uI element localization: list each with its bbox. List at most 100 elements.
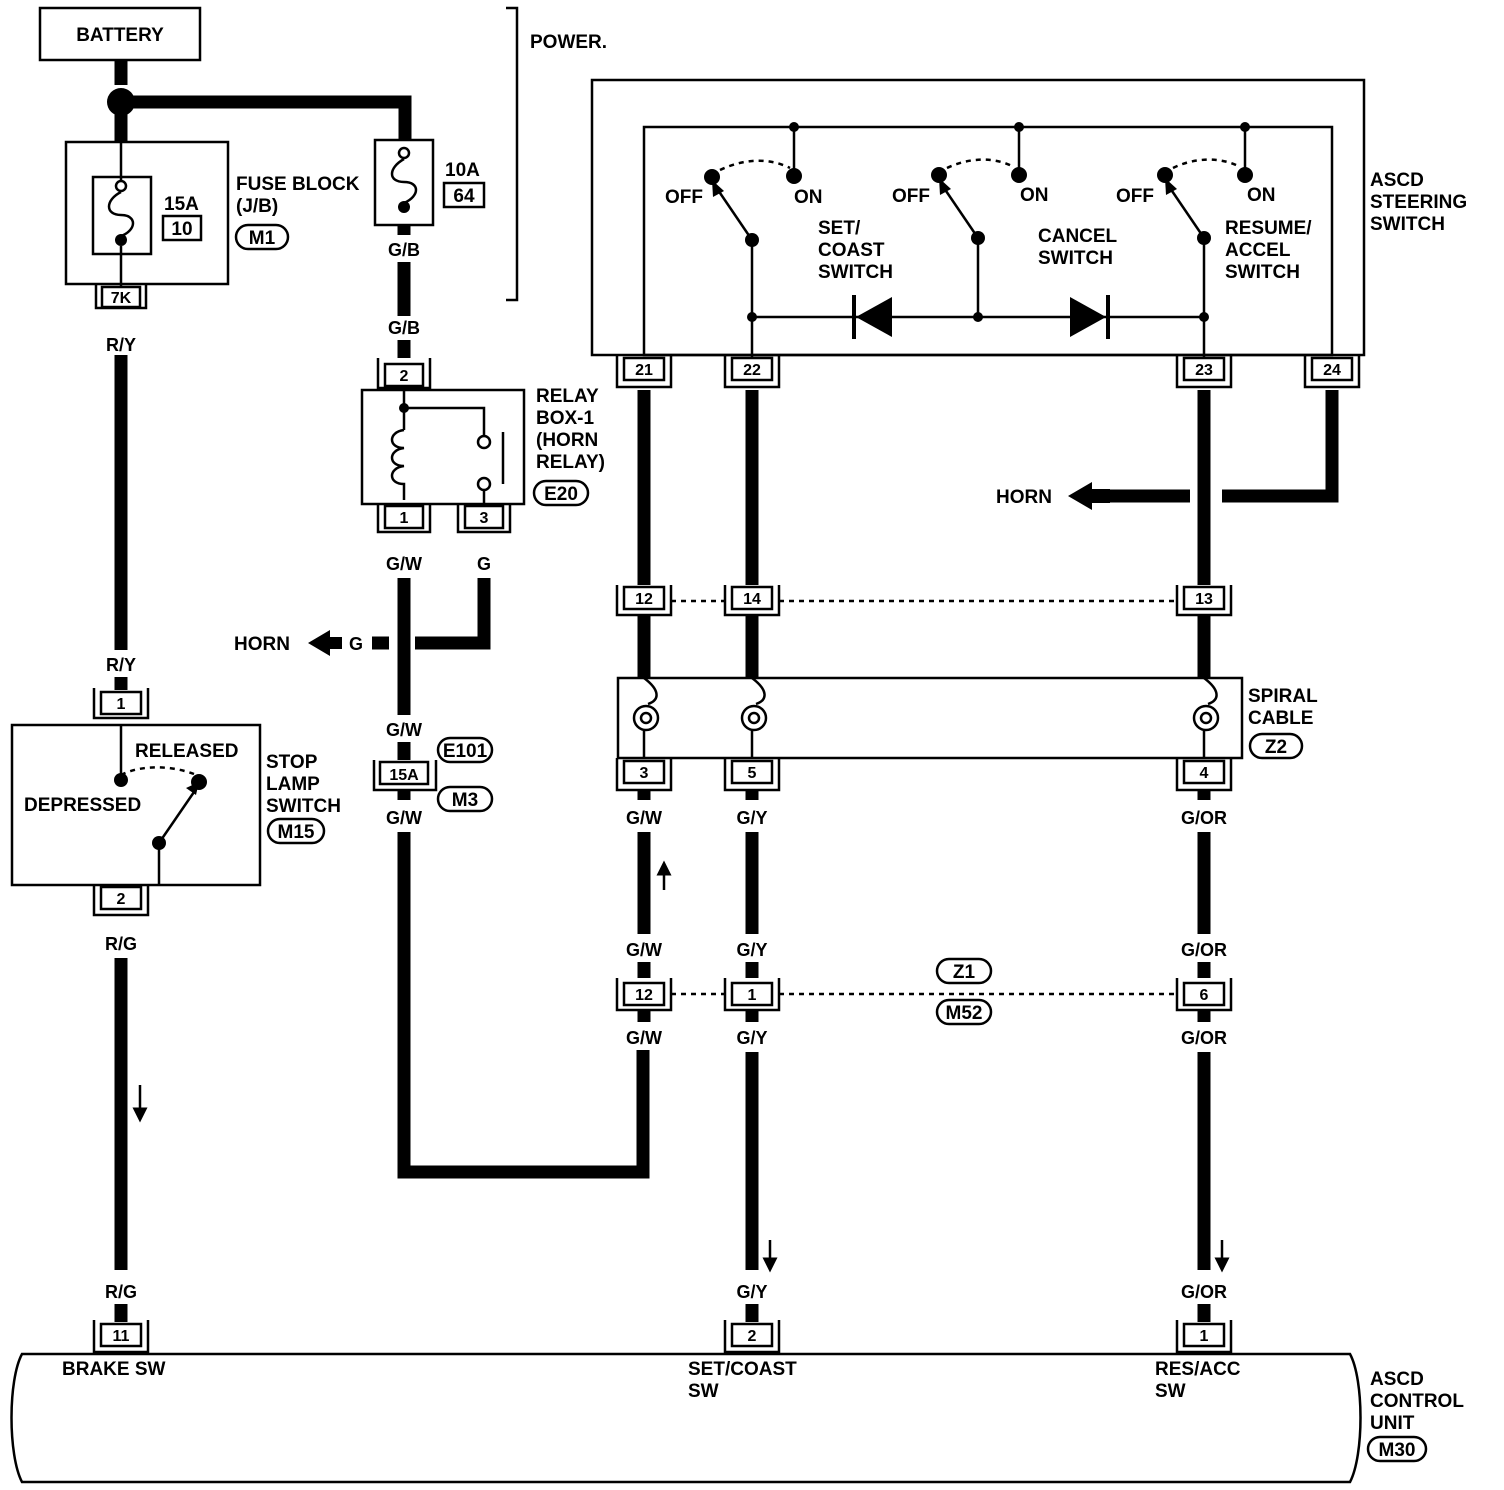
spiral-coil-2 (740, 704, 768, 732)
spiral-coil-1 (632, 704, 660, 732)
resume-label-3: SWITCH (1225, 262, 1300, 283)
diode-1 (856, 297, 892, 337)
set-coast-label-3: SWITCH (818, 262, 893, 283)
connector-e101: E101 (443, 741, 488, 762)
relay-label-4: RELAY) (536, 452, 605, 473)
stop-lamp-switch-box (10, 723, 262, 887)
relay-label-1: RELAY (536, 386, 599, 407)
wire-label-gor-joint: G/OR (1181, 1028, 1227, 1048)
wire-label-gw-relay: G/W (386, 554, 422, 574)
horn-right-arrow (1068, 482, 1110, 510)
control-resacc-label-1: RES/ACC (1155, 1359, 1241, 1380)
steering-switch-inner (642, 125, 1334, 357)
wire-label-rg-stop: R/G (105, 934, 137, 954)
relay-pin-2: 2 (400, 368, 409, 385)
stop-released-label: RELEASED (135, 741, 238, 762)
wire-label-g-relay: G (477, 554, 491, 574)
wire-label-gor-spiral-2: G/OR (1181, 940, 1227, 960)
wire-label-gw-spiral-2: G/W (626, 940, 662, 960)
relay-label-3: (HORN (536, 430, 598, 451)
connector-m15: M15 (278, 822, 315, 843)
wire-label-gw-e101-bottom: G/W (386, 808, 422, 828)
power-bracket (506, 6, 519, 302)
relay-label-2: BOX-1 (536, 408, 595, 429)
control-pin-11: 11 (113, 1328, 130, 1345)
spiral-cable-box (616, 676, 1244, 760)
wire-label-ry-stop: R/Y (106, 655, 136, 675)
wire-label-gw-joint: G/W (626, 1028, 662, 1048)
connector-m52: M52 (946, 1003, 983, 1024)
spiral-coil-3 (1192, 704, 1220, 732)
wire-label-gw-spiral-1: G/W (626, 808, 662, 828)
steering-switch-label-2: STEERING (1370, 192, 1467, 213)
resume-off-label: OFF (1116, 186, 1154, 207)
control-pin-2: 2 (748, 1328, 757, 1345)
joint-pin-12-bottom: 12 (635, 987, 653, 1004)
control-pin-1: 1 (1200, 1328, 1209, 1345)
set-on-label: ON (794, 187, 823, 208)
control-setcoast-label-2: SW (688, 1381, 719, 1402)
resume-label-2: ACCEL (1225, 240, 1291, 261)
control-unit-label-1: ASCD (1370, 1369, 1424, 1390)
steering-switch-label-1: ASCD (1370, 170, 1424, 191)
horn-left-label: HORN (234, 634, 290, 655)
stop-lamp-label-1: STOP (266, 752, 318, 773)
horn-right-label: HORN (996, 487, 1052, 508)
relay-pin-1: 1 (400, 510, 409, 527)
horn-left-arrow (308, 630, 342, 656)
connector-z1: Z1 (953, 962, 976, 983)
fuse-block-label: FUSE BLOCK (236, 174, 360, 195)
connector-m1: M1 (249, 228, 276, 249)
wire-label-gy-spiral-1: G/Y (736, 808, 767, 828)
fuse-10a-number: 64 (453, 186, 475, 207)
cancel-label-2: SWITCH (1038, 248, 1113, 269)
fuse-15a-rating: 15A (164, 194, 199, 215)
spiral-pin-4: 4 (1200, 765, 1209, 782)
power-label: POWER. (530, 32, 607, 53)
steering-switch-label-3: SWITCH (1370, 214, 1445, 235)
cancel-on-label: ON (1020, 185, 1049, 206)
control-brake-label: BRAKE SW (62, 1359, 166, 1380)
cancel-label-1: CANCEL (1038, 226, 1118, 247)
fuse-block-jb: (J/B) (236, 196, 278, 217)
connector-e20: E20 (544, 484, 578, 505)
steering-pin-21: 21 (635, 362, 653, 379)
stop-lamp-label-3: SWITCH (266, 796, 341, 817)
set-off-label: OFF (665, 187, 703, 208)
joint-pin-1: 1 (748, 987, 757, 1004)
connector-z2: Z2 (1265, 737, 1287, 758)
control-resacc-label-2: SW (1155, 1381, 1186, 1402)
stop-pin-1: 1 (117, 696, 126, 713)
relay-coil (390, 428, 406, 500)
joint-pin-13: 13 (1195, 591, 1213, 608)
stop-depressed-label: DEPRESSED (24, 795, 141, 816)
connector-m30: M30 (1379, 1440, 1416, 1461)
control-unit-label-2: CONTROL (1370, 1391, 1464, 1412)
cancel-off-label: OFF (892, 186, 930, 207)
control-unit-label-3: UNIT (1370, 1413, 1415, 1434)
wire-label-gy-spiral-2: G/Y (736, 940, 767, 960)
steering-pin-23: 23 (1195, 362, 1213, 379)
wire-label-rg-bottom: R/G (105, 1282, 137, 1302)
connector-m3: M3 (452, 790, 478, 811)
fuse-15a-number: 10 (171, 219, 192, 240)
resume-label-1: RESUME/ (1225, 218, 1312, 239)
control-setcoast-label-1: SET/COAST (688, 1359, 797, 1380)
wire-label-ry-top: R/Y (106, 335, 136, 355)
wire-label-gb-2: G/B (388, 318, 420, 338)
spiral-label-2: CABLE (1248, 708, 1313, 729)
steering-pin-24: 24 (1323, 362, 1341, 379)
pin-15a-inline: 15A (389, 767, 419, 784)
fuse-10a-rating: 10A (445, 160, 480, 181)
wire-label-gor-spiral-1: G/OR (1181, 808, 1227, 828)
control-unit-box (10, 1352, 1362, 1484)
wire-label-gw-e101-top: G/W (386, 720, 422, 740)
set-coast-label-1: SET/ (818, 218, 861, 239)
wire-label-gb-1: G/B (388, 240, 420, 260)
joint-pin-14: 14 (743, 591, 761, 608)
joint-pin-12-top: 12 (635, 591, 653, 608)
spiral-pin-3: 3 (640, 765, 649, 782)
spiral-label-1: SPIRAL (1248, 686, 1318, 707)
steering-pin-22: 22 (743, 362, 761, 379)
